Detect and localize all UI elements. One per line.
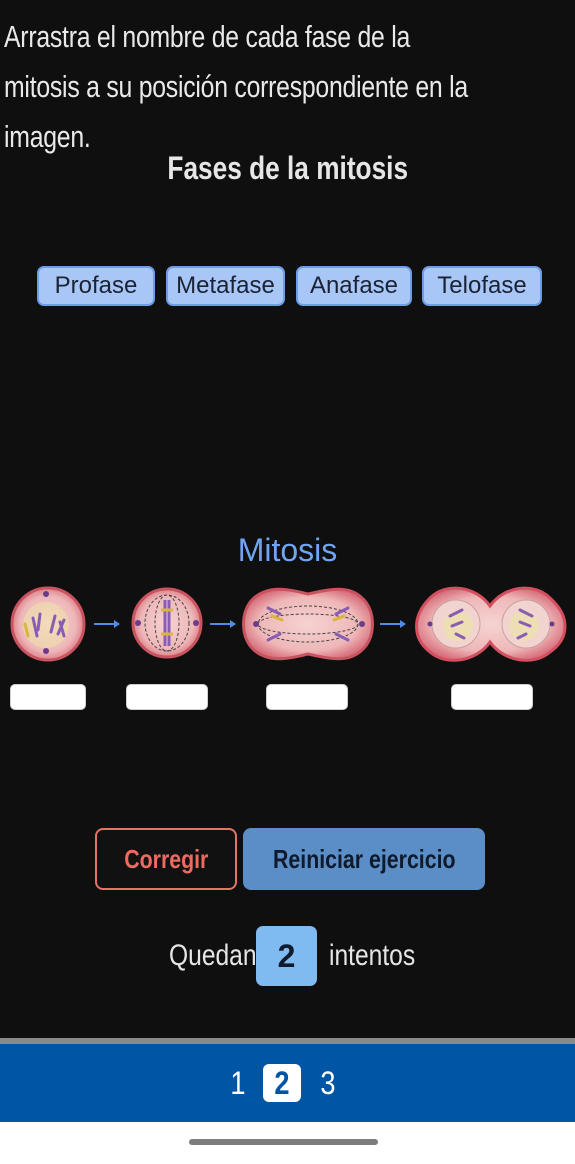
telophase-cell	[415, 586, 567, 662]
phase-chip-telofase[interactable]: Telofase	[422, 266, 542, 306]
instructions-text: Arrastra el nombre de cada fase de la mi…	[4, 19, 468, 154]
phase-chip-profase[interactable]: Profase	[37, 266, 155, 306]
mitosis-diagram	[10, 586, 567, 662]
page-2-current[interactable]: 2	[263, 1064, 301, 1102]
arrow-icon	[210, 620, 236, 628]
dropzone-anaphase[interactable]	[266, 684, 348, 710]
page-3-link[interactable]: 3	[320, 1065, 336, 1101]
attempts-count-badge: 2	[256, 926, 317, 986]
dropzone-metaphase[interactable]	[126, 684, 208, 710]
phase-chip-metafase[interactable]: Metafase	[166, 266, 285, 306]
dropzone-prophase[interactable]	[10, 684, 86, 710]
dropzone-telophase[interactable]	[451, 684, 533, 710]
phase-chip-anafase[interactable]: Anafase	[296, 266, 412, 306]
page-1-link[interactable]: 1	[230, 1065, 246, 1101]
anaphase-cell	[242, 587, 374, 661]
attempts-prefix: Quedan	[169, 939, 257, 972]
arrow-icon	[94, 620, 120, 628]
home-indicator[interactable]	[189, 1139, 378, 1145]
attempts-suffix: intentos	[329, 939, 416, 972]
prophase-cell	[10, 586, 86, 662]
reset-button[interactable]: Reiniciar ejercicio	[243, 828, 485, 890]
divider	[0, 1038, 575, 1044]
diagram-title: Mitosis	[237, 532, 338, 568]
page-title: Fases de la mitosis	[167, 150, 408, 186]
attempts-indicator: Quedan 2 intentos	[0, 926, 575, 986]
metaphase-cell	[131, 587, 203, 659]
phase-chip-bank: Profase Metafase Anafase Telofase	[0, 266, 575, 306]
pagination-bar: 1 2 3	[0, 1044, 575, 1122]
check-button[interactable]: Corregir	[95, 828, 237, 890]
arrow-icon	[380, 620, 406, 628]
